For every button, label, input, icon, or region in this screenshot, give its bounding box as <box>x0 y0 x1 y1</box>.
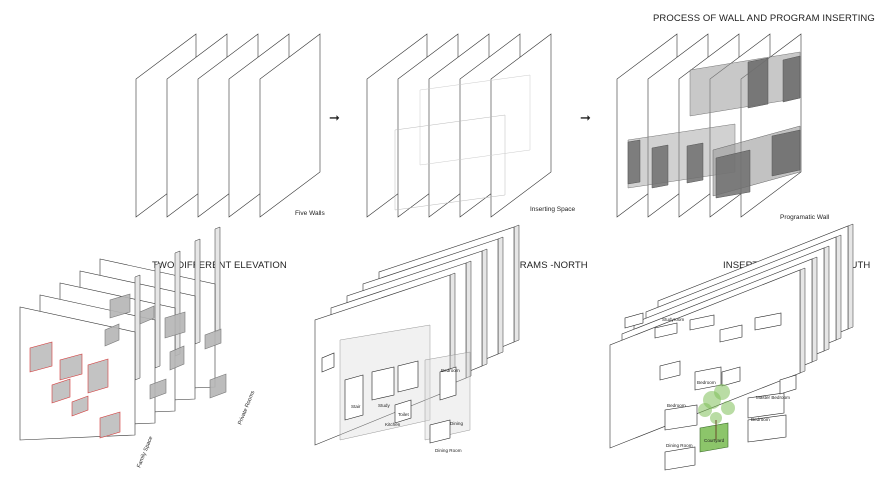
window-opening <box>104 323 120 347</box>
programatic-wall-caption: Programatic Wall <box>780 214 830 221</box>
window-opening <box>371 366 395 401</box>
south-room-label: Bedroom <box>697 380 716 385</box>
window-opening <box>344 374 364 421</box>
south-room-label: Dining Room <box>666 443 693 448</box>
south-room-label: Bedroom <box>751 417 770 422</box>
tree-canopy <box>710 412 722 424</box>
inserted-volume <box>394 114 506 211</box>
north-room-label: Stair <box>351 404 361 409</box>
north-room-label: Toilet <box>398 412 409 417</box>
red-opening <box>51 378 71 404</box>
program-box <box>715 149 751 199</box>
tree-canopy <box>698 403 712 417</box>
north-room-label: Dining Room <box>435 448 462 453</box>
window-opening <box>169 345 185 371</box>
window-opening <box>779 374 797 395</box>
north-room-label: Dining <box>450 421 463 426</box>
wall-panel <box>259 33 321 218</box>
private-rooms-text: Private Rooms <box>237 390 256 426</box>
window-opening <box>439 366 457 401</box>
tree-canopy <box>714 384 730 400</box>
family-space-text: Family Space <box>136 436 154 469</box>
program-box <box>686 142 704 184</box>
south-room-label: Master Bedroom <box>756 395 790 400</box>
south-room-label: Courtyard <box>704 438 725 443</box>
window-opening <box>209 373 227 399</box>
program-box <box>747 57 769 109</box>
window-opening <box>139 305 155 325</box>
program-box <box>651 144 669 189</box>
window-opening <box>654 322 678 339</box>
north-room-label: Bedroom <box>441 368 460 373</box>
wall-edge <box>799 267 806 374</box>
window-opening <box>721 366 741 387</box>
tree-canopy <box>721 401 735 415</box>
inserting-space-drawing <box>366 33 552 218</box>
window-opening <box>204 328 222 350</box>
window-opening <box>747 414 787 443</box>
window-opening <box>664 404 698 431</box>
five-walls-caption: Five Walls <box>295 210 325 217</box>
program-box <box>782 55 801 103</box>
elevation-axonometric <box>19 226 227 441</box>
inserting-space-caption: Inserting Space <box>530 206 576 213</box>
family-space-label: Family Space <box>136 436 154 469</box>
window-opening <box>164 311 186 339</box>
wall-edge <box>174 250 181 357</box>
programatic-wall-drawing <box>616 33 802 218</box>
process-title: PROCESS OF WALL AND PROGRAM INSERTING <box>653 13 875 24</box>
wall-edge <box>481 248 488 367</box>
red-opening <box>99 411 121 439</box>
south-axonometric <box>609 223 854 471</box>
wall-edge <box>214 226 221 333</box>
window-opening <box>397 360 419 393</box>
wall-edge <box>497 236 504 355</box>
south-room-label: Studyroom <box>662 317 684 322</box>
red-opening <box>71 395 89 417</box>
window-opening <box>429 419 451 444</box>
wall-panel <box>490 33 552 218</box>
program-box <box>627 139 641 185</box>
five-walls-drawing <box>135 33 321 218</box>
north-room-label: Kitchen <box>385 422 401 427</box>
north-axonometric <box>314 224 520 446</box>
window-opening <box>754 312 782 331</box>
red-opening <box>59 353 83 381</box>
program-box <box>771 129 801 177</box>
wall-edge <box>154 262 161 369</box>
wall-panel <box>609 269 801 449</box>
window-opening <box>109 293 131 319</box>
arrow-right-icon: ➞ <box>329 110 340 125</box>
window-opening <box>689 314 715 331</box>
wall-edge <box>823 245 830 352</box>
red-opening <box>87 358 109 394</box>
window-opening <box>321 352 335 373</box>
window-opening <box>149 378 167 400</box>
courtyard-patch <box>699 422 729 453</box>
wall-edge <box>513 224 520 343</box>
wall-edge <box>811 256 818 363</box>
window-opening <box>719 324 743 343</box>
private-rooms-label: Private Rooms <box>237 390 256 426</box>
wall-edge <box>194 238 201 345</box>
wall-edge <box>835 234 842 341</box>
window-opening <box>659 360 681 381</box>
red-opening <box>29 341 53 373</box>
arrow-right-icon: ➞ <box>580 110 591 125</box>
inserted-volume <box>419 74 531 166</box>
window-opening <box>664 446 696 471</box>
window-opening <box>694 366 722 391</box>
window-opening <box>394 399 412 424</box>
wall-edge <box>134 274 141 381</box>
north-room-label: Study <box>378 403 390 408</box>
wall-edge <box>847 223 854 330</box>
south-room-label: Bedroom <box>667 403 686 408</box>
window-opening <box>624 312 644 329</box>
